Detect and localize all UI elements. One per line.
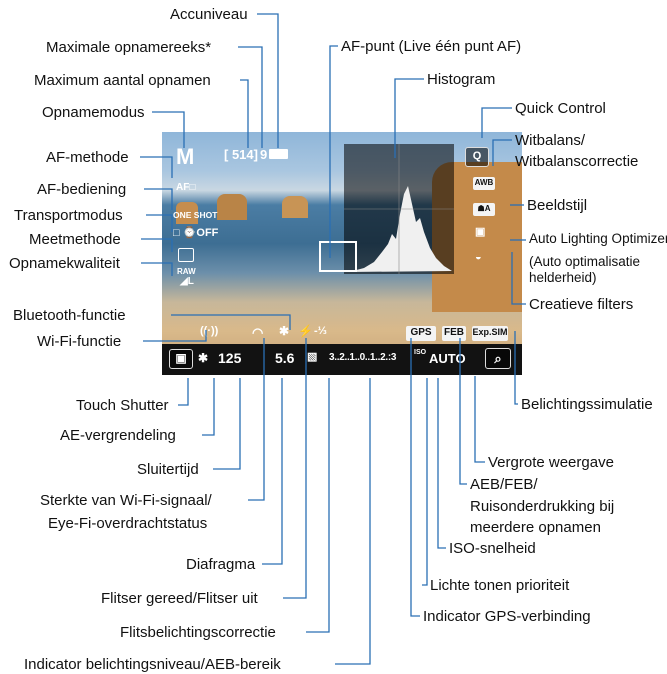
label-wifi-functie: Wi-Fi-functie [37, 333, 122, 350]
battery-icon [269, 149, 288, 159]
exposure-sim-badge: Exp.SIM [472, 326, 508, 341]
max-shots: [ 514] [224, 147, 258, 162]
label-maximale-opnamereeks: Maximale opnamereeks* [46, 39, 212, 56]
flash-ready-icon: ⚡ [298, 324, 313, 338]
label-aeb-2: Ruisonderdrukking bij [470, 498, 615, 515]
label-creatieve-filters: Creatieve filters [529, 296, 634, 313]
label-af-methode: AF-methode [46, 149, 129, 166]
magnify-button[interactable]: ⌕ [485, 348, 511, 369]
label-lichte-tonen: Lichte tonen prioriteit [430, 577, 570, 594]
label-touch-shutter: Touch Shutter [76, 397, 169, 414]
histogram-graph [344, 144, 454, 274]
creative-filters-icon[interactable]: ◒ [475, 251, 482, 263]
label-diafragma: Diafragma [186, 556, 256, 573]
label-indicator-belichtingsniveau: Indicator belichtingsniveau/AEB-bereik [24, 656, 281, 673]
label-iso-snelheid: ISO-snelheid [449, 540, 536, 557]
label-aeb-1: AEB/FEB/ [470, 476, 538, 493]
label-alo-3: helderheid) [529, 270, 597, 285]
label-accuniveau: Accuniveau [170, 6, 248, 23]
label-flitsbelichtingscorrectie: Flitsbelichtingscorrectie [120, 624, 276, 641]
cliff [282, 196, 308, 218]
aperture-value[interactable]: 5.6 [275, 350, 295, 366]
label-witbalans-2: Witbalanscorrectie [515, 153, 639, 170]
metering-icon[interactable] [178, 248, 194, 262]
ae-lock-icon: ✱ [198, 351, 209, 365]
shooting-mode: M [176, 144, 195, 169]
wifi-signal-icon: ◠ [252, 325, 264, 340]
label-vergrote-weergave: Vergrote weergave [488, 454, 614, 471]
touch-shutter-button[interactable]: ▣ [169, 349, 193, 369]
label-histogram: Histogram [427, 71, 496, 88]
label-transportmodus: Transportmodus [14, 207, 123, 224]
exposure-comp-icon: ▧ [307, 351, 318, 363]
label-bluetooth-functie: Bluetooth-functie [13, 307, 126, 324]
label-meetmethode: Meetmethode [29, 231, 121, 248]
raw-icon[interactable]: RAW [177, 267, 196, 276]
label-ae-vergrendeling: AE-vergrendeling [60, 427, 176, 444]
gps-badge: GPS [406, 326, 436, 341]
bluetooth-icon: ✱ [279, 324, 290, 338]
picture-style-icon[interactable]: ☗A [473, 203, 495, 216]
label-flitser: Flitser gereed/Flitser uit [101, 590, 258, 607]
label-af-bediening: AF-bediening [37, 181, 127, 198]
label-af-punt: AF-punt (Live één punt AF) [341, 38, 522, 55]
camera-screen: M [ 514] 9 AF□ ONE SHOT □ ⌚OFF RAW ◢L ((… [162, 132, 522, 375]
alo-icon[interactable]: ▣ [475, 226, 486, 238]
af-point-frame[interactable] [319, 241, 357, 272]
image-quality-icon[interactable]: ◢L [180, 276, 194, 287]
label-gps-indicator: Indicator GPS-verbinding [423, 608, 591, 625]
label-opnamemodus: Opnamemodus [42, 104, 145, 121]
iso-value[interactable]: AUTO [429, 351, 466, 366]
af-operation-icon[interactable]: ONE SHOT [173, 210, 218, 220]
af-method-icon[interactable]: AF□ [176, 182, 196, 193]
white-balance-icon[interactable]: AWB [473, 177, 495, 190]
label-quick-control: Quick Control [515, 100, 606, 117]
iso-label: ISO [414, 349, 427, 356]
label-maximum-aantal-opnamen: Maximum aantal opnamen [34, 72, 211, 89]
cliff [217, 194, 247, 220]
drive-mode-icon[interactable]: □ ⌚OFF [173, 227, 219, 239]
exposure-level-scale[interactable]: 3..2..1..0..1..2.:3 [329, 352, 397, 363]
label-wifi-sterkte-1: Sterkte van Wi-Fi-signaal/ [40, 492, 212, 509]
cliff [176, 202, 198, 224]
flash-exposure-comp-icon: -⅓ [314, 325, 327, 337]
label-witbalans-1: Witbalans/ [515, 132, 586, 149]
bottom-strip: ▣ ✱ 125 5.6 ▧ 3..2..1..0..1..2.:3 ISO AU… [162, 344, 522, 375]
label-belichtingssimulatie: Belichtingssimulatie [521, 396, 653, 413]
histogram-panel [344, 144, 454, 274]
label-sluitertijd: Sluitertijd [137, 461, 199, 478]
label-alo-2: (Auto optimalisatie [529, 254, 641, 269]
max-burst: 9 [260, 147, 268, 162]
feb-badge: FEB [442, 326, 466, 341]
shutter-speed-value[interactable]: 125 [218, 350, 242, 366]
label-wifi-sterkte-2: Eye-Fi-overdrachtstatus [48, 515, 208, 532]
label-opnamekwaliteit: Opnamekwaliteit [9, 255, 120, 272]
label-beeldstijl: Beeldstijl [527, 197, 588, 214]
label-aeb-3: meerdere opnamen [470, 519, 601, 536]
label-alo-1: Auto Lighting Optimizer [529, 231, 667, 246]
wifi-function-icon: ((·)) [200, 325, 219, 337]
quick-control-button[interactable]: Q [465, 147, 489, 167]
